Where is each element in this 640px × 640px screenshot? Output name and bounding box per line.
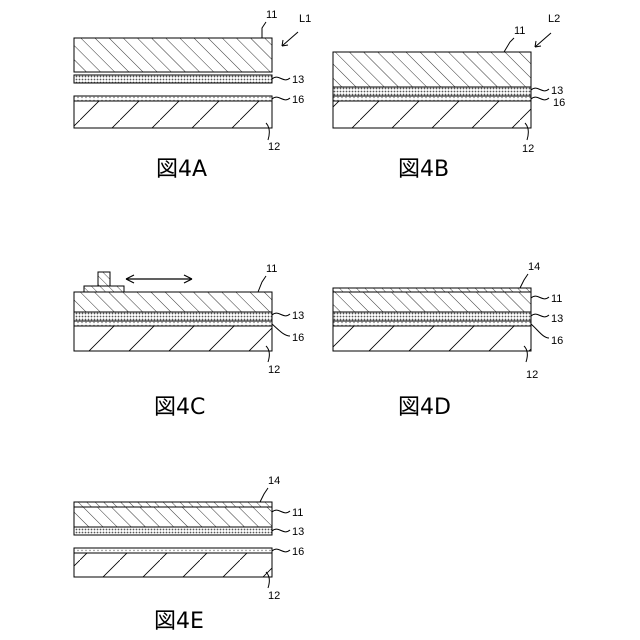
layer-13 [333, 87, 531, 96]
layer-13 [74, 527, 272, 535]
label-13: 13 [551, 85, 563, 97]
layer-14 [333, 288, 531, 292]
tool-head [98, 272, 110, 286]
layer-16 [74, 321, 272, 326]
layer-12 [74, 326, 272, 351]
movement-arrow [126, 275, 192, 283]
figure-4a: 11 L1 13 16 12 図4A [74, 9, 311, 182]
label-14: 14 [268, 475, 280, 487]
label-12: 12 [268, 141, 280, 153]
layer-14 [74, 502, 272, 507]
layer-11 [333, 52, 531, 87]
label-12: 12 [268, 364, 280, 376]
label-13: 13 [551, 313, 563, 325]
label-l2: L2 [548, 13, 560, 25]
layer-11 [74, 38, 272, 72]
figure-4c: 11 13 16 12 図4C [74, 263, 304, 420]
layer-11 [333, 292, 531, 312]
layer-11 [74, 292, 272, 312]
figure-4e: 14 11 13 16 12 図4E [74, 475, 304, 634]
figure-4d: 14 11 13 16 12 図4D [333, 261, 563, 420]
caption-4e: 図4E [154, 609, 204, 634]
label-16: 16 [553, 97, 565, 109]
label-11: 11 [514, 25, 525, 37]
caption-4a: 図4A [156, 157, 207, 182]
label-l1: L1 [299, 13, 311, 25]
layer-12 [333, 101, 531, 128]
layer-12 [74, 553, 272, 577]
caption-4c: 図4C [154, 395, 205, 420]
layer-12 [74, 101, 272, 128]
layer-13 [74, 75, 272, 83]
label-16: 16 [292, 546, 304, 558]
label-12: 12 [268, 590, 280, 602]
label-16: 16 [292, 332, 304, 344]
caption-4d: 図4D [398, 395, 451, 420]
layer-13 [74, 312, 272, 321]
label-13: 13 [292, 310, 304, 322]
label-13: 13 [292, 526, 304, 538]
layer-16 [74, 548, 272, 553]
label-11: 11 [266, 263, 277, 275]
figure-4b: 11 L2 13 16 12 図4B [333, 13, 565, 182]
label-11: 11 [551, 293, 562, 305]
label-12: 12 [526, 369, 538, 381]
label-11: 11 [292, 507, 303, 519]
layer-12 [333, 326, 531, 351]
layer-16 [333, 321, 531, 326]
layer-11 [74, 507, 272, 527]
label-12: 12 [522, 143, 534, 155]
caption-4b: 図4B [398, 157, 449, 182]
label-11: 11 [266, 9, 277, 21]
label-14: 14 [528, 261, 540, 273]
tool-base [84, 286, 124, 292]
layer-13 [333, 312, 531, 321]
label-16: 16 [551, 335, 563, 347]
label-13: 13 [292, 74, 304, 86]
layer-16 [333, 96, 531, 101]
label-16: 16 [292, 94, 304, 106]
layer-16 [74, 96, 272, 101]
